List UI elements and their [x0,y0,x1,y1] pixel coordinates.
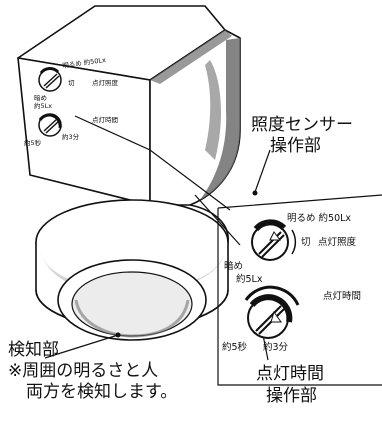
dial-duration[interactable] [244,285,300,339]
detector-title: 検知部 [8,340,59,360]
detector-note-1: ※周囲の明るさと人 [8,361,159,381]
max-label: 約3分 [263,342,289,353]
detector-lens [57,259,207,341]
duration-setting-label: 点灯時間 [323,291,362,302]
unit-dial-illuminance [38,66,62,92]
unit-duration-label: 点灯時間 [92,116,118,124]
detector-note-2: 両方を検知します。 [26,382,178,402]
callout-panel [217,194,382,386]
illuminance-setting-label: 点灯照度 [318,237,357,248]
unit-max-label: 約3分 [62,133,80,141]
unit-dial-duration [38,113,62,137]
duration-title-1: 点灯時間 [256,364,324,384]
unit-dark-label-2: 約5Lx [34,102,53,110]
min-label: 約5秒 [222,342,248,353]
bright-label: 明るめ 約50Lx [287,213,352,224]
unit-min-label: 約5秒 [24,139,42,147]
leader-dots [115,190,258,338]
illuminance-title-1: 照度センサー [251,115,353,135]
dark-label-1: 暗め [224,261,244,272]
off-label: 切 [301,237,311,248]
leader-lines [44,115,271,361]
sensor-shading [150,30,240,200]
dark-label-2: 約5Lx [236,274,263,285]
sensor-unit [17,5,241,206]
duration-title-2: 操作部 [266,386,317,406]
unit-dark-label-1: 暗め [34,94,47,102]
dial-illuminance[interactable] [251,219,297,261]
illuminance-title-2: 操作部 [270,136,321,156]
unit-setting-label: 点灯照度 [92,79,118,87]
unit-off-label: 切 [68,79,75,87]
